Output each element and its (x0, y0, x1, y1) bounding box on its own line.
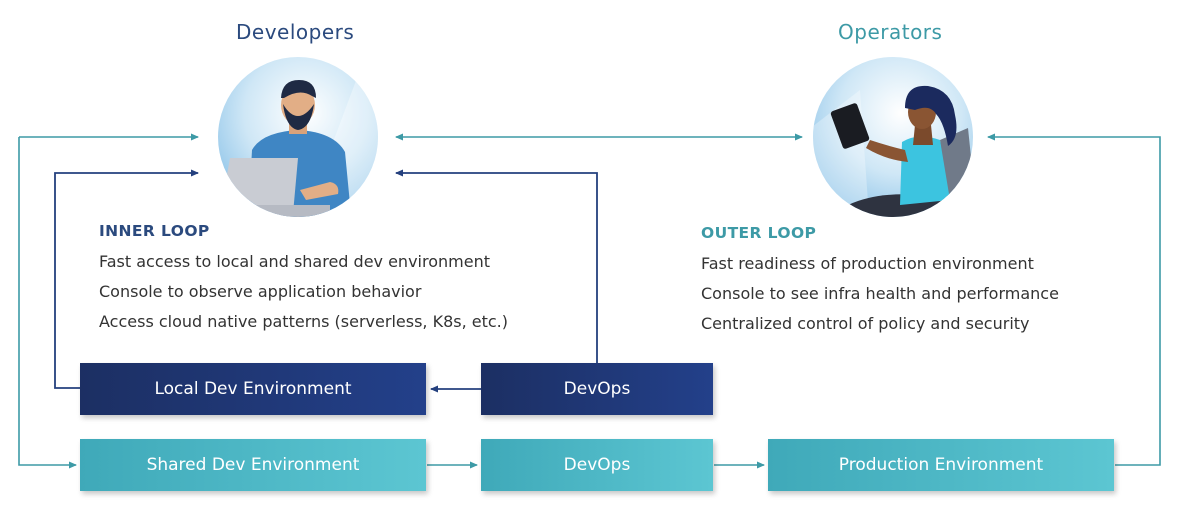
developers-title: Developers (236, 20, 355, 44)
operator-avatar-icon (813, 57, 973, 217)
outer-loop-item: Console to see infra health and performa… (701, 284, 1059, 303)
outer-loop-item: Centralized control of policy and securi… (701, 314, 1030, 333)
inner-loop-item: Console to observe application behavior (99, 282, 422, 301)
outer-loop-heading: OUTER LOOP (701, 224, 817, 242)
inner-loop-item: Fast access to local and shared dev envi… (99, 252, 490, 271)
developer-avatar-icon (218, 57, 378, 217)
production-environment-box: Production Environment (768, 439, 1114, 491)
devops-outer-box: DevOps (481, 439, 713, 491)
devops-inner-box: DevOps (481, 363, 713, 415)
shared-dev-environment-box: Shared Dev Environment (80, 439, 426, 491)
inner-loop-item: Access cloud native patterns (serverless… (99, 312, 508, 331)
operators-title: Operators (838, 20, 943, 44)
devops-to-developer-arrow (395, 169, 598, 363)
inner-loop-heading: INNER LOOP (99, 222, 210, 240)
outer-loop-item: Fast readiness of production environment (701, 254, 1034, 273)
production-to-operator-arrow (987, 133, 1161, 466)
outer-loop-list: Fast readiness of production environment… (701, 253, 1059, 343)
inner-loop-list: Fast access to local and shared dev envi… (99, 251, 508, 341)
outer-to-shared-arrow (18, 137, 77, 469)
local-to-developer-arrow (54, 169, 199, 389)
local-dev-environment-box: Local Dev Environment (80, 363, 426, 415)
